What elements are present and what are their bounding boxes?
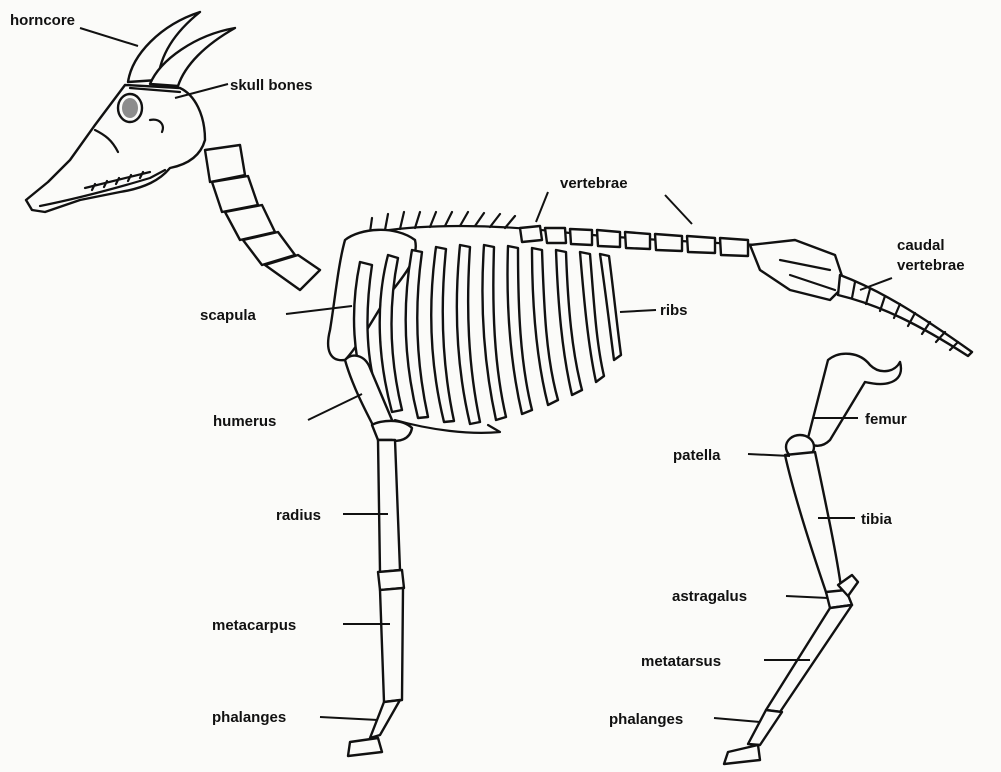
label-femur: femur [865,411,907,428]
label-skull-bones: skull bones [230,77,313,94]
tibia-shape [785,452,842,598]
eye-orbit-fill [122,98,138,118]
hoof-hind [724,745,760,764]
radius-shape [378,440,400,572]
scapula-shape [328,230,416,360]
elbow-joint [372,421,412,441]
label-radius: radius [276,507,321,524]
metacarpus-shape [380,588,403,702]
phalanges-hind-shape [748,710,782,745]
label-caudal-line1: caudal [897,237,945,254]
label-horncore: horncore [10,12,75,29]
label-phalanges-fore: phalanges [212,709,286,726]
label-humerus: humerus [213,413,276,430]
label-tibia: tibia [861,511,892,528]
ribs-shape [354,245,621,424]
label-ribs: ribs [660,302,688,319]
tail-shape [838,275,972,356]
metatarsus-shape [766,605,852,712]
label-patella: patella [673,447,721,464]
label-vertebrae: vertebrae [560,175,628,192]
label-caudal-line2: vertebrae [897,257,965,274]
label-metatarsus: metatarsus [641,653,721,670]
label-phalanges-hind: phalanges [609,711,683,728]
carpus-joint [378,570,404,590]
label-metacarpus: metacarpus [212,617,296,634]
femur-shape [808,354,901,446]
label-astragalus: astragalus [672,588,747,605]
hoof-fore [348,738,382,756]
label-scapula: scapula [200,307,257,324]
skeleton-drawing [26,12,972,764]
